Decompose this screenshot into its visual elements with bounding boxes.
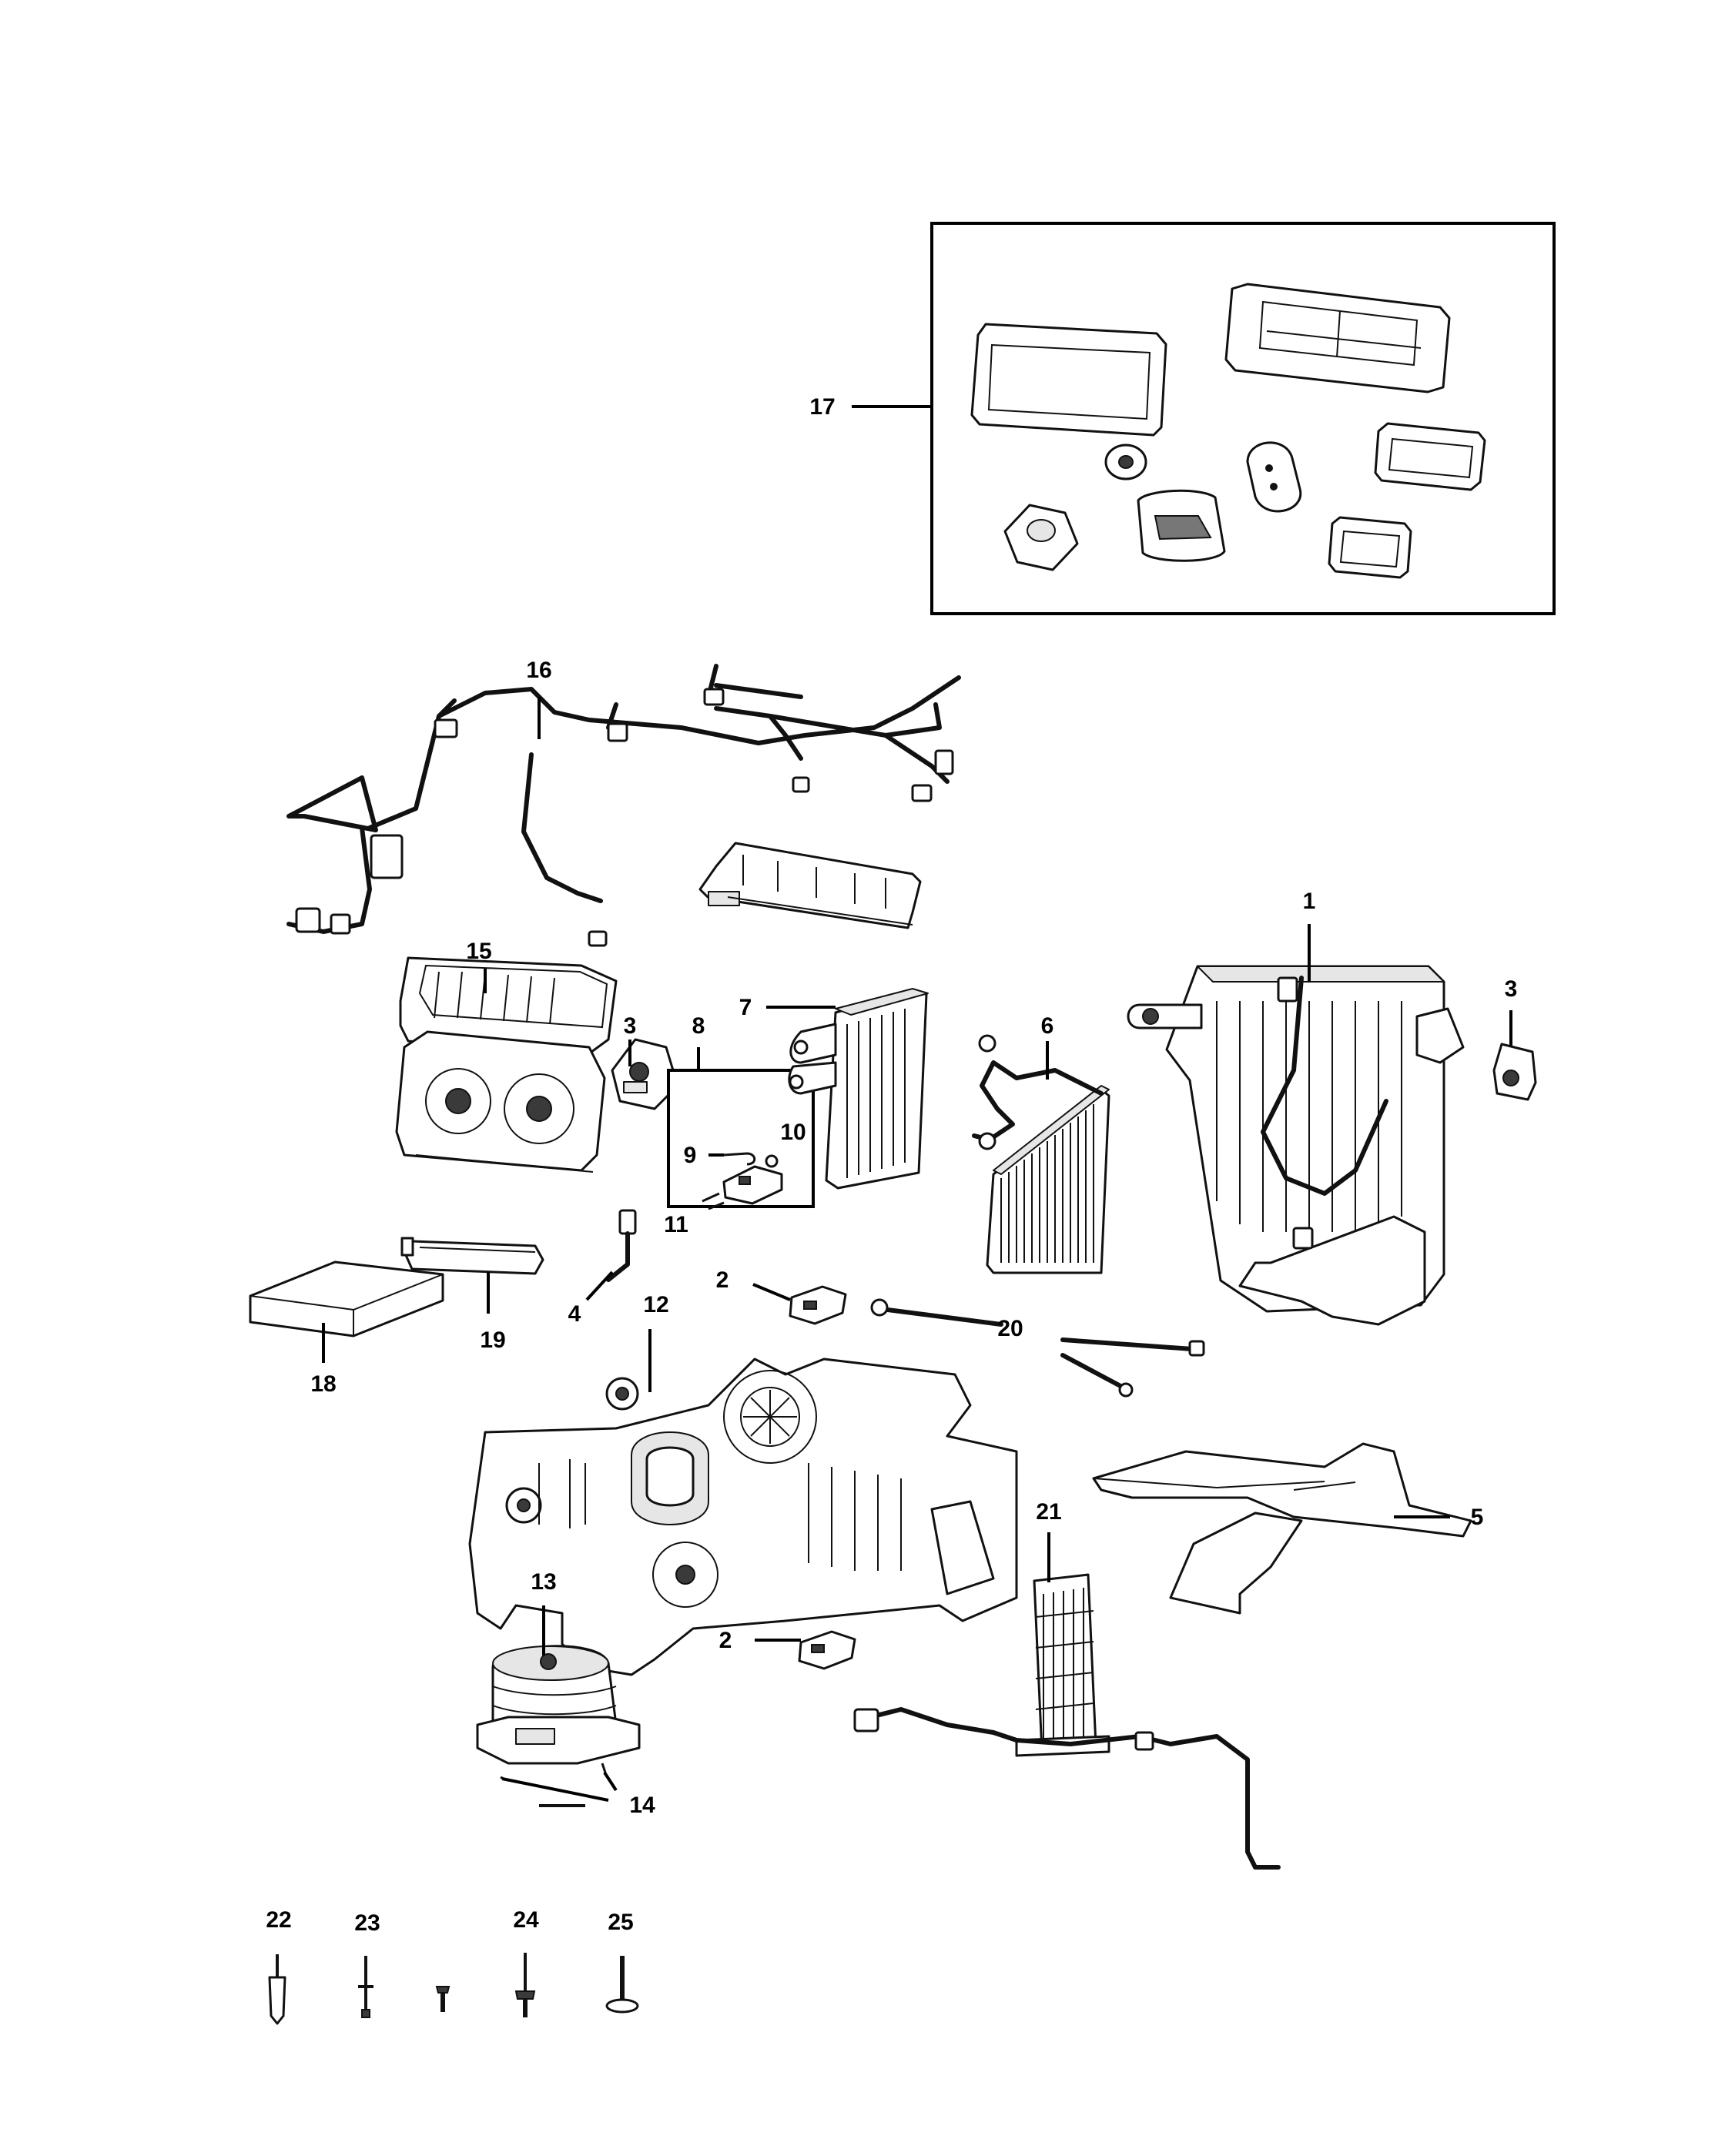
callout-20: 20 (997, 1316, 1023, 1341)
part-4-temperature-sensor[interactable] (606, 1209, 637, 1282)
callout-2b: 2 (719, 1628, 732, 1653)
part-5-floor-duct[interactable] (1092, 1442, 1472, 1615)
part-7-heater-core[interactable] (788, 988, 929, 1190)
part-15-air-inlet-housing[interactable] (395, 956, 618, 1173)
part-12-hvac-housing-lower[interactable] (468, 1358, 1018, 1676)
callout-17: 17 (809, 394, 835, 420)
leader-2a (752, 1283, 791, 1301)
callout-3b: 3 (1505, 976, 1518, 1002)
part-1-hvac-housing-upper[interactable] (1127, 965, 1465, 1326)
callout-16: 16 (526, 658, 551, 683)
callout-7: 7 (739, 995, 752, 1020)
part-9-clip[interactable] (723, 1152, 756, 1166)
part-2-actuator-lower[interactable] (798, 1630, 856, 1670)
leader-14b (603, 1771, 618, 1792)
callout-8: 8 (692, 1013, 705, 1039)
callout-1: 1 (1303, 889, 1316, 914)
callout-10: 10 (780, 1120, 806, 1145)
callout-13: 13 (531, 1569, 556, 1595)
part-17-seal-kit[interactable] (930, 222, 1556, 615)
part-24-stud[interactable] (514, 1953, 536, 2017)
callout-25: 25 (608, 1910, 633, 1935)
upper-duct-bracket (698, 842, 922, 929)
part-2-actuator-upper[interactable] (789, 1285, 847, 1325)
part-10-o-ring[interactable] (765, 1154, 779, 1168)
callout-11: 11 (664, 1212, 688, 1237)
unlabelled-screw (435, 1986, 451, 2012)
part-19-filter-door[interactable] (400, 1237, 544, 1275)
part-25-retainer[interactable] (605, 1956, 639, 2014)
callout-23: 23 (354, 1910, 380, 1936)
callout-19: 19 (480, 1327, 505, 1353)
part-6-evaporator[interactable] (972, 1034, 1110, 1274)
callout-5: 5 (1471, 1505, 1484, 1530)
callout-21: 21 (1036, 1499, 1061, 1525)
part-21-rear-duct-assembly[interactable] (853, 1573, 1281, 1870)
part-18-cabin-air-filter[interactable] (249, 1260, 444, 1337)
callout-3a: 3 (624, 1013, 637, 1039)
part-13-blower-motor[interactable] (476, 1645, 641, 1765)
callout-24: 24 (513, 1907, 539, 1933)
part-3-actuator-right[interactable] (1492, 1043, 1537, 1101)
callout-22: 22 (266, 1907, 291, 1933)
leader-4 (585, 1270, 614, 1301)
part-16-wiring-harness[interactable] (286, 664, 961, 947)
callout-12: 12 (643, 1292, 668, 1317)
leader-14a (501, 1777, 609, 1802)
callout-4: 4 (568, 1301, 581, 1327)
part-23-screw[interactable] (358, 1956, 373, 2018)
callout-15: 15 (466, 939, 491, 964)
callout-6: 6 (1041, 1013, 1054, 1039)
callout-18: 18 (310, 1371, 336, 1397)
part-11-sensor[interactable] (702, 1165, 783, 1210)
part-14-screws[interactable] (500, 1763, 607, 1807)
callout-2a: 2 (716, 1267, 729, 1293)
part-22-push-pin[interactable] (268, 1954, 286, 2025)
callout-9: 9 (684, 1143, 697, 1168)
callout-14: 14 (629, 1793, 655, 1818)
part-20-fasteners[interactable] (870, 1298, 1205, 1398)
